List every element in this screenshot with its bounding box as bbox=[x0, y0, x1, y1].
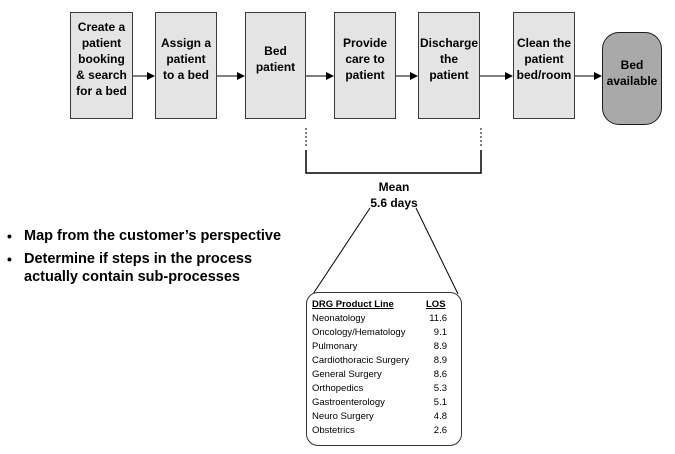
row-product-line: Neuro Surgery bbox=[312, 411, 374, 422]
step-assign-bed: Assign a patient to a bed bbox=[155, 12, 217, 119]
step-label: Provide care to patient bbox=[342, 35, 387, 82]
table-row: Neuro Surgery 4.8 bbox=[307, 410, 461, 423]
row-los: 9.1 bbox=[433, 327, 447, 338]
mean-bracket bbox=[305, 150, 482, 174]
header-product-line: DRG Product Line bbox=[312, 299, 394, 310]
step-label: Create a patient booking & search for a … bbox=[76, 19, 127, 98]
step-provide-care: Provide care to patient bbox=[334, 12, 396, 119]
row-product-line: General Surgery bbox=[312, 369, 382, 380]
bullet-text: Determine if steps in the process actual… bbox=[24, 251, 253, 285]
bullet-text: Map from the customer’s perspective bbox=[24, 228, 282, 244]
table-row: Pulmonary 8.9 bbox=[307, 340, 461, 353]
table-row: Gastroenterology 5.1 bbox=[307, 396, 461, 409]
funnel-line-right bbox=[415, 207, 459, 295]
row-los: 8.6 bbox=[433, 369, 447, 380]
table-row: Obstetrics 2.6 bbox=[307, 424, 461, 437]
bullet-item: • Determine if steps in the process actu… bbox=[7, 250, 281, 286]
table-row: Cardiothoracic Surgery 8.9 bbox=[307, 354, 461, 367]
bullet-icon: • bbox=[7, 251, 12, 267]
row-los: 8.9 bbox=[433, 355, 447, 366]
table-row: Orthopedics 5.3 bbox=[307, 382, 461, 395]
los-table-header: DRG Product Line LOS bbox=[307, 299, 461, 311]
step-label: Discharge the patient bbox=[419, 35, 479, 82]
row-los: 4.8 bbox=[433, 411, 447, 422]
row-los: 8.9 bbox=[433, 341, 447, 352]
table-row: General Surgery 8.6 bbox=[307, 368, 461, 381]
row-product-line: Cardiothoracic Surgery bbox=[312, 355, 410, 366]
row-los: 11.6 bbox=[429, 313, 447, 324]
bullet-icon: • bbox=[7, 228, 12, 244]
step-label: Clean the patient bed/room bbox=[516, 35, 572, 82]
los-table: DRG Product Line LOS Neonatology 11.6 On… bbox=[306, 292, 462, 446]
row-product-line: Obstetrics bbox=[312, 425, 355, 436]
bullet-item: • Map from the customer’s perspective bbox=[7, 227, 281, 245]
table-row: Oncology/Hematology 9.1 bbox=[307, 326, 461, 339]
header-los: LOS bbox=[426, 299, 446, 310]
row-product-line: Pulmonary bbox=[312, 341, 358, 352]
step-label: Assign a patient to a bed bbox=[160, 35, 211, 82]
step-label: Bed patient bbox=[255, 43, 296, 74]
row-product-line: Gastroenterology bbox=[312, 397, 385, 408]
step-bed-patient: Bed patient bbox=[245, 12, 306, 119]
row-product-line: Neonatology bbox=[312, 313, 366, 324]
step-create-booking: Create a patient booking & search for a … bbox=[70, 12, 133, 119]
row-los: 5.3 bbox=[433, 383, 447, 394]
table-row: Neonatology 11.6 bbox=[307, 312, 461, 325]
bullet-list: • Map from the customer’s perspective • … bbox=[7, 227, 281, 291]
mean-label: Mean 5.6 days bbox=[370, 180, 418, 210]
funnel-line-left bbox=[312, 207, 371, 295]
row-los: 5.1 bbox=[433, 397, 447, 408]
terminal-label: Bed available bbox=[606, 57, 658, 88]
step-discharge: Discharge the patient bbox=[418, 12, 480, 119]
row-product-line: Oncology/Hematology bbox=[312, 327, 406, 338]
row-product-line: Orthopedics bbox=[312, 383, 364, 394]
row-los: 2.6 bbox=[433, 425, 447, 436]
step-clean-room: Clean the patient bed/room bbox=[513, 12, 575, 119]
terminal-bed-available: Bed available bbox=[602, 32, 662, 125]
